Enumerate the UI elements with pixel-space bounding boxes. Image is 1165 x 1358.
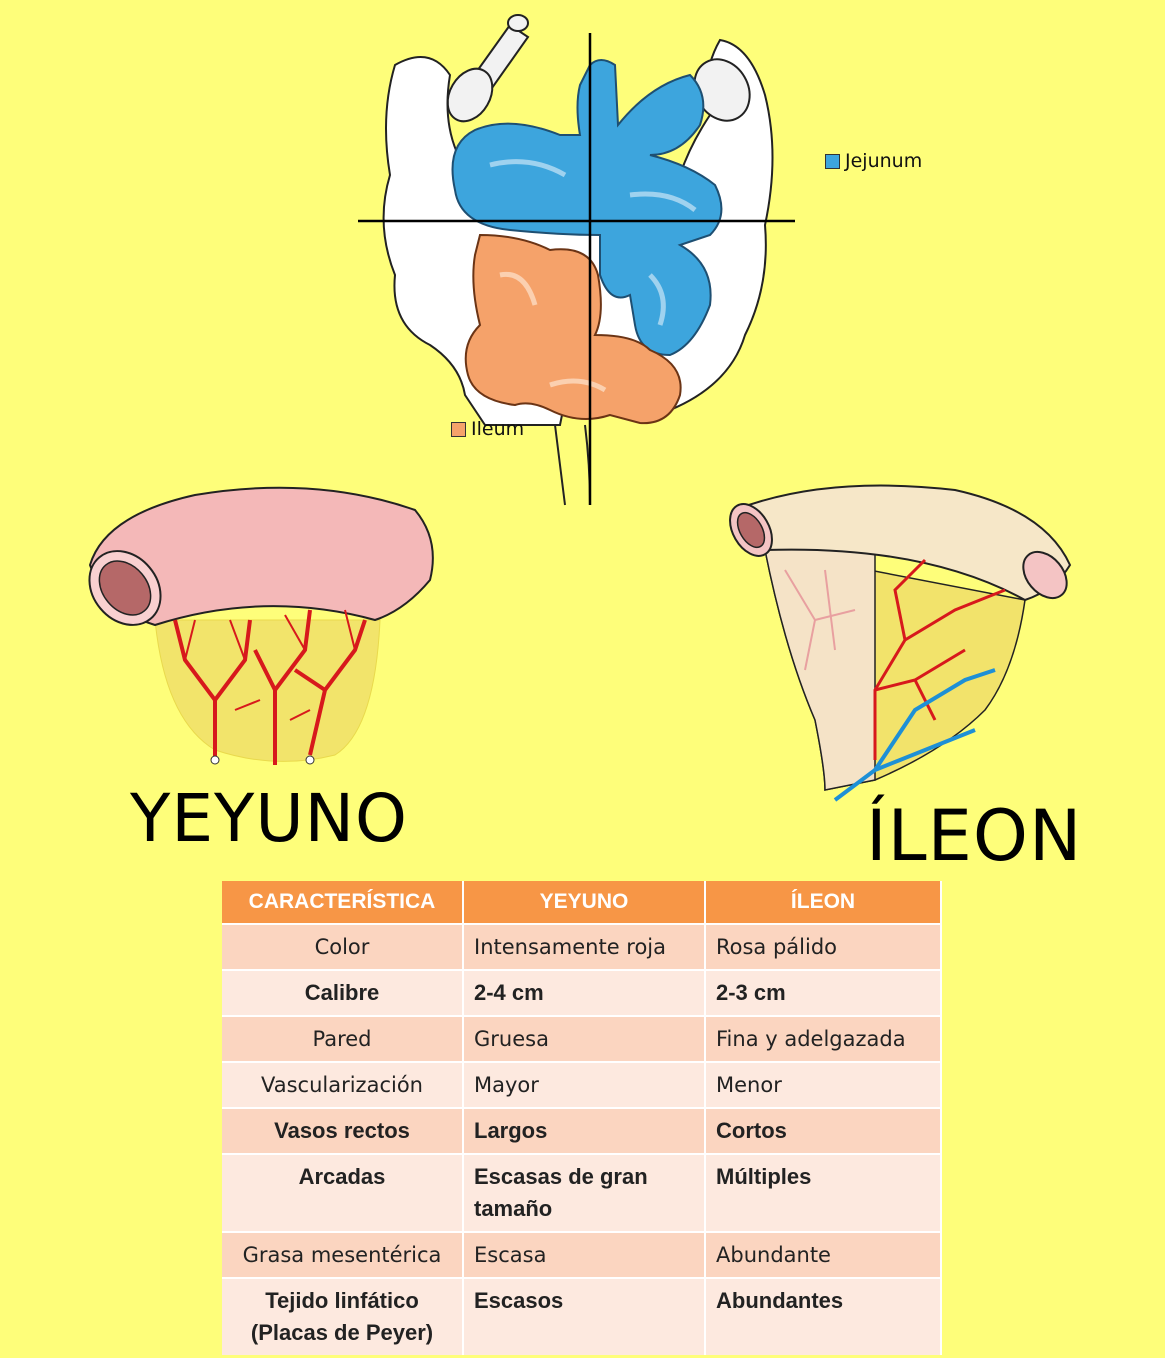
table-cell: Tejido linfático (Placas de Peyer) (222, 1277, 464, 1355)
ileum-title: ÍLEON (866, 795, 1083, 877)
ileum-swatch (451, 421, 466, 437)
table-cell: Vasos rectos (222, 1107, 464, 1154)
table-cell: Pared (222, 1015, 464, 1062)
table-cell: Abundantes (705, 1277, 942, 1355)
jejunum-region (451, 59, 723, 357)
table-cell: Intensamente roja (463, 923, 706, 970)
table-cell: 2-3 cm (705, 969, 942, 1016)
table-cell: 2-4 cm (463, 969, 706, 1016)
table-cell: Múltiples (705, 1153, 942, 1232)
table-cell: Mayor (463, 1061, 706, 1108)
table-cell: Abundante (705, 1231, 942, 1278)
jejunum-legend-label: Jejunum (845, 150, 923, 172)
table-cell: Calibre (222, 969, 464, 1016)
jejunum-swatch (825, 153, 840, 169)
table-cell: Escasas de gran tamaño (463, 1153, 706, 1232)
table-cell: Vascularización (222, 1061, 464, 1108)
jejunum-title: YEYUNO (130, 780, 408, 857)
table-cell: Escasa (463, 1231, 706, 1278)
table-cell: Menor (705, 1061, 942, 1108)
ileum-region (464, 233, 682, 425)
table-cell: Color (222, 923, 464, 970)
ileum-segment-illustration (729, 484, 1072, 802)
table-cell: Fina y adelgazada (705, 1015, 942, 1062)
jejunum-segment-illustration (88, 486, 434, 765)
column-header: YEYUNO (463, 881, 706, 924)
table-cell: Rosa pálido (705, 923, 942, 970)
small-intestine-diagram (358, 14, 795, 506)
table-cell: Cortos (705, 1107, 942, 1154)
table-cell: Largos (463, 1107, 706, 1154)
ileum-legend-label: Ileum (471, 418, 525, 440)
table-cell: Arcadas (222, 1153, 464, 1232)
ileum-legend: Ileum (451, 418, 524, 440)
table-cell: Escasos (463, 1277, 706, 1355)
table-cell: Grasa mesentérica (222, 1231, 464, 1278)
column-header: CARACTERÍSTICA (222, 881, 464, 924)
column-header: ÍLEON (705, 881, 942, 924)
jejunum-legend: Jejunum (825, 150, 922, 172)
table-cell: Gruesa (463, 1015, 706, 1062)
table-row: Tejido linfático (Placas de Peyer)Escaso… (222, 1277, 942, 1355)
